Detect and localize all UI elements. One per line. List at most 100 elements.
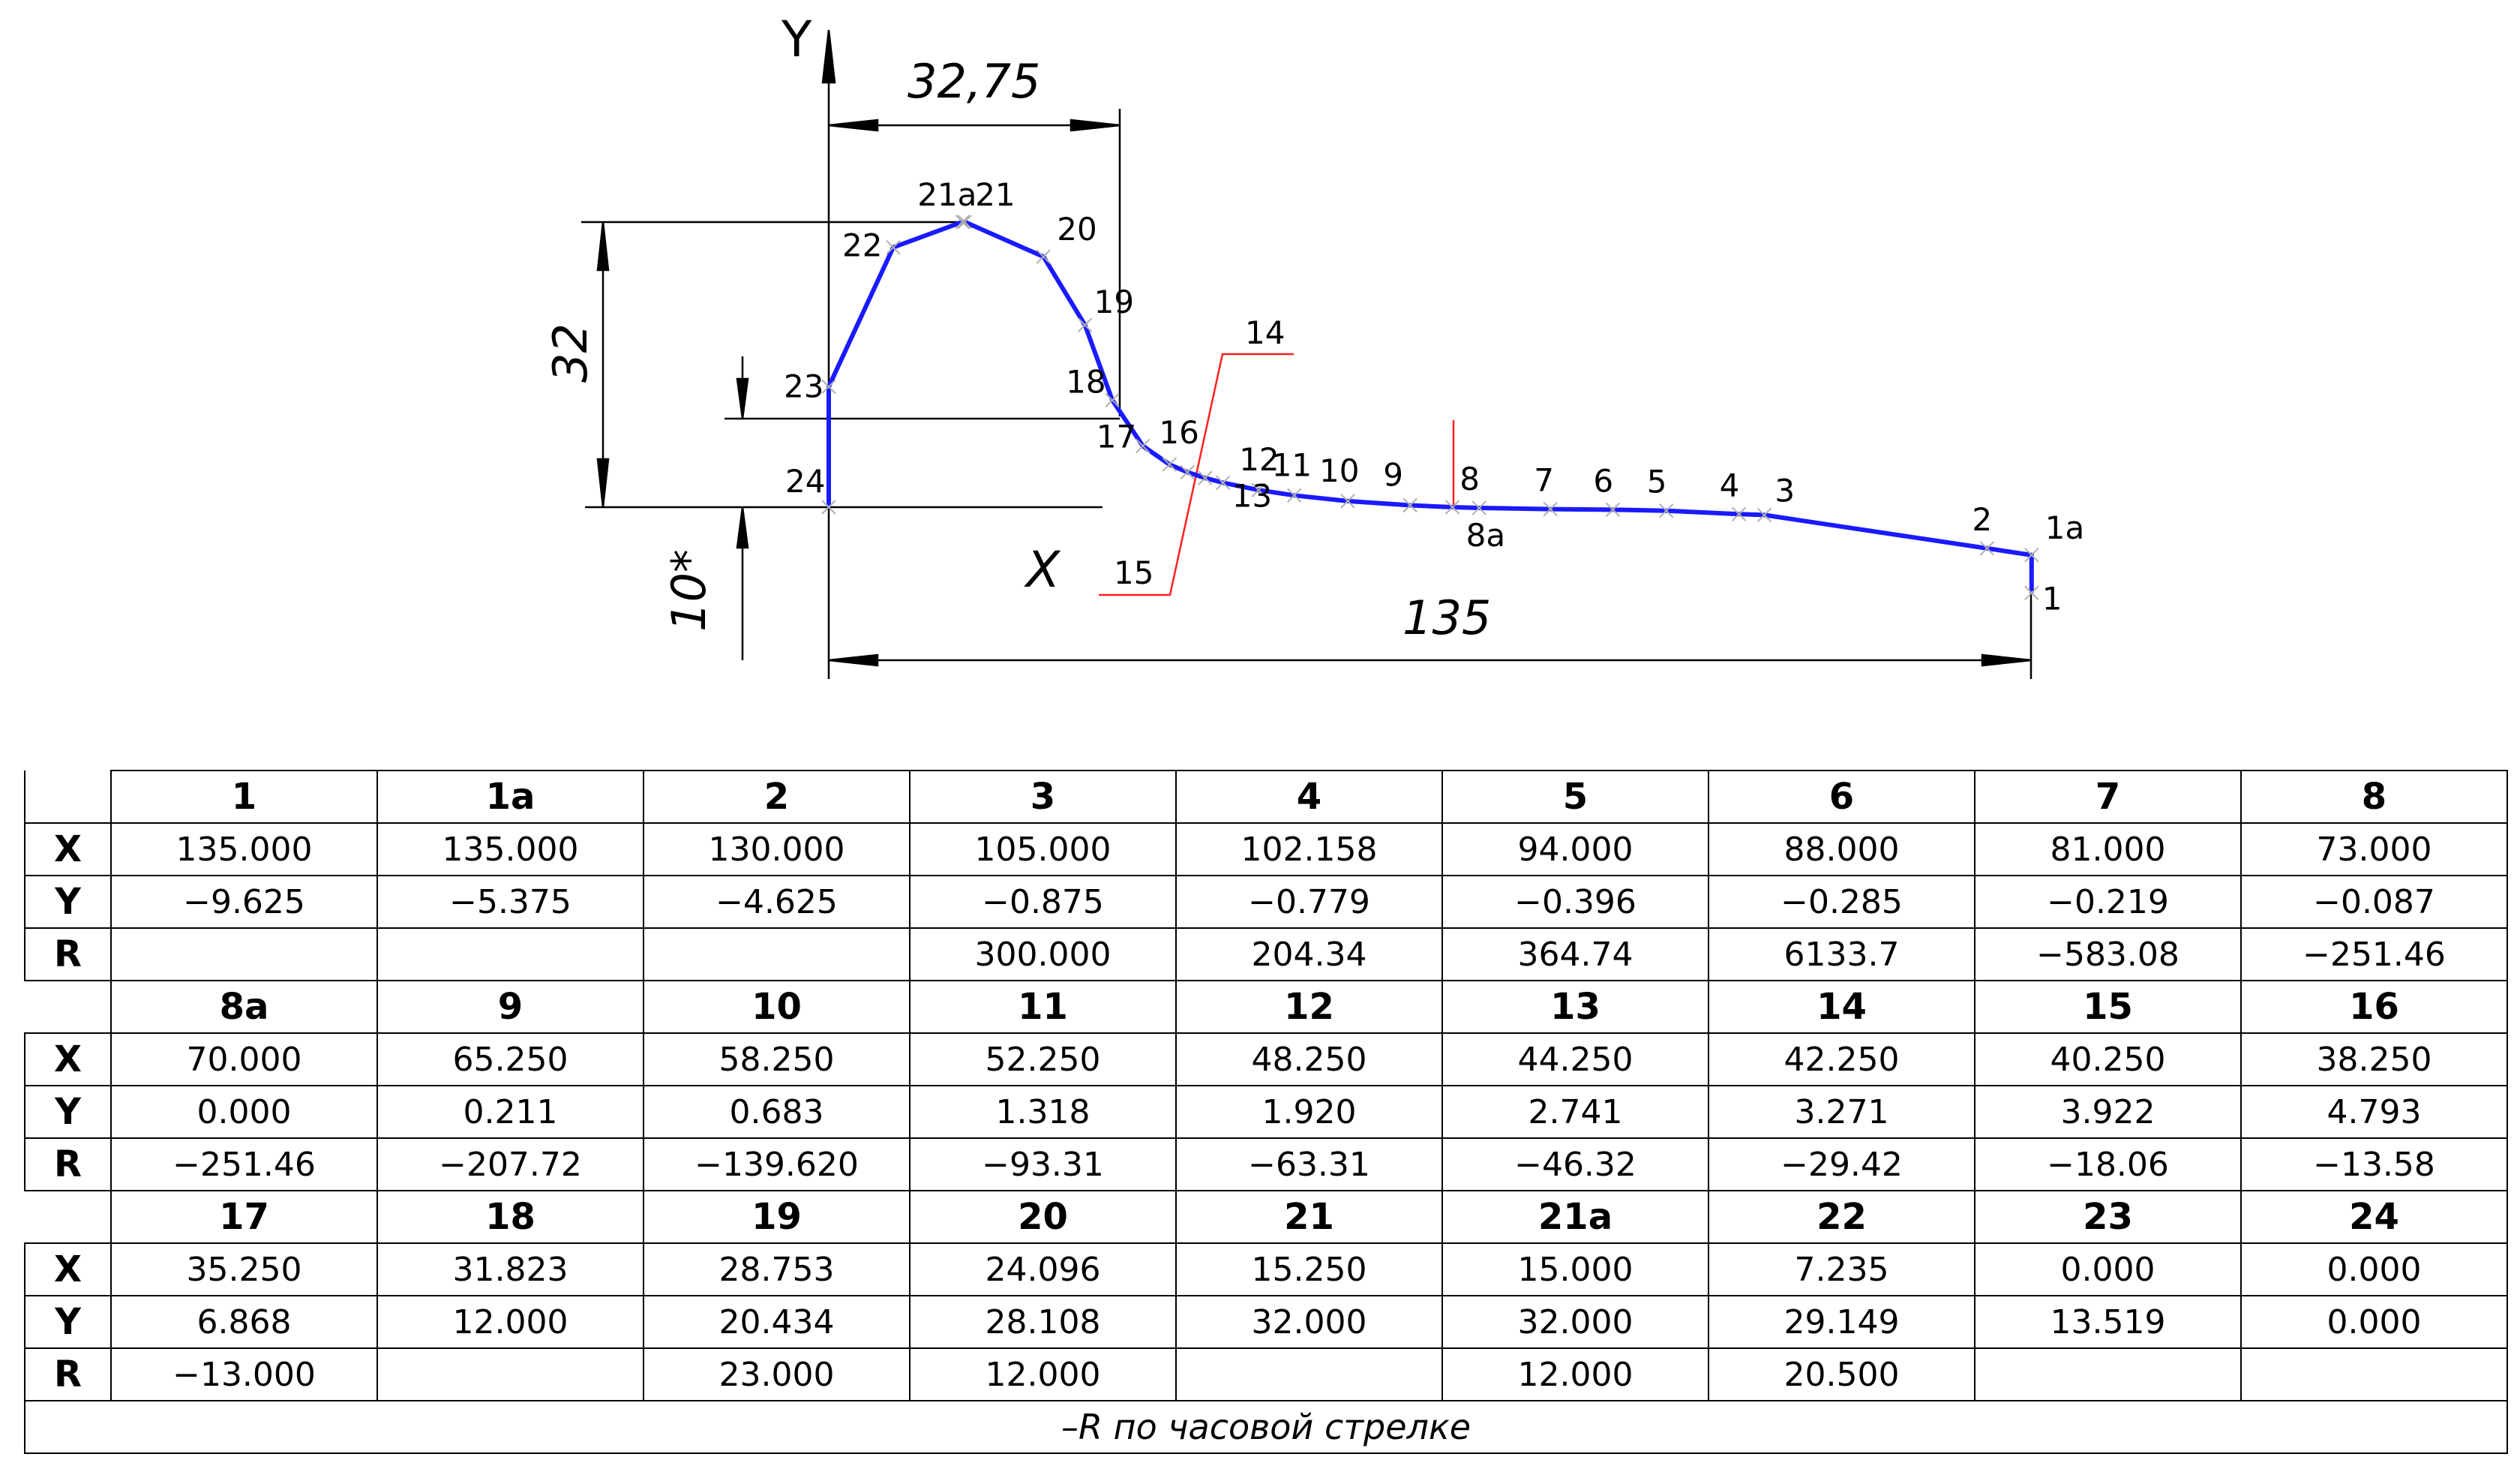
point-label: 4 bbox=[1720, 467, 1740, 503]
point-number: 12 bbox=[1175, 980, 1443, 1033]
value-cell: 300.000 bbox=[909, 927, 1177, 981]
point-number: 2 bbox=[643, 770, 910, 823]
value-cell: 130.000 bbox=[643, 822, 910, 876]
point-marker bbox=[1402, 497, 1418, 513]
value-cell: −4.625 bbox=[643, 875, 910, 929]
section-label-15: 15 bbox=[1114, 554, 1154, 591]
point-marker bbox=[1340, 494, 1355, 509]
point-marker bbox=[1180, 464, 1195, 480]
point-label: 18 bbox=[1066, 363, 1106, 400]
point-label: 5 bbox=[1647, 464, 1667, 500]
value-cell: 105.000 bbox=[909, 822, 1177, 876]
row-label: X bbox=[24, 1032, 112, 1086]
dim-offset-text: 10* bbox=[662, 549, 716, 632]
value-cell: 73.000 bbox=[2240, 822, 2508, 876]
point-marker bbox=[1543, 501, 1558, 517]
row-label: X bbox=[24, 822, 112, 876]
dim-height-text: 32 bbox=[543, 323, 598, 383]
axis-y-label: Y bbox=[781, 11, 812, 68]
point-number: 13 bbox=[1442, 980, 1709, 1033]
dimension-lines bbox=[581, 29, 2032, 679]
value-cell: −207.72 bbox=[376, 1137, 644, 1191]
point-marker bbox=[957, 215, 972, 230]
point-label: 9 bbox=[1383, 457, 1403, 494]
point-marker bbox=[1215, 475, 1231, 491]
point-number: 19 bbox=[643, 1190, 910, 1243]
point-number: 1a bbox=[376, 770, 644, 823]
value-cell: 24.096 bbox=[909, 1242, 1177, 1296]
value-cell: 1.920 bbox=[1175, 1085, 1443, 1139]
value-cell bbox=[376, 927, 644, 981]
point-marker bbox=[1198, 470, 1213, 485]
point-number: 21a bbox=[1442, 1190, 1709, 1243]
row-label: R bbox=[24, 1137, 112, 1191]
value-cell: −46.32 bbox=[1442, 1137, 1709, 1191]
value-cell: 70.000 bbox=[110, 1032, 378, 1086]
value-cell: −13.000 bbox=[110, 1347, 378, 1401]
value-cell: −63.31 bbox=[1175, 1137, 1443, 1191]
dim-width-arrow-left bbox=[828, 119, 879, 132]
dim-height-arrow-bottom bbox=[596, 458, 610, 508]
value-cell: 0.000 bbox=[2240, 1295, 2508, 1349]
marker-stroke bbox=[1472, 500, 1486, 515]
point-marker bbox=[955, 215, 970, 230]
point-number: 21 bbox=[1175, 1190, 1443, 1243]
point-marker bbox=[1472, 500, 1486, 515]
point-label: 6 bbox=[1593, 462, 1613, 499]
y-axis-arrow bbox=[821, 29, 836, 84]
value-cell: 6133.7 bbox=[1708, 927, 1976, 981]
coordinate-row-r: R−251.46−207.72−139.620−93.31−63.31−46.3… bbox=[24, 1137, 2508, 1191]
point-label: 24 bbox=[785, 463, 825, 500]
value-cell bbox=[1175, 1347, 1443, 1401]
marker-stroke bbox=[1198, 470, 1213, 485]
marker-stroke bbox=[1731, 506, 1747, 521]
point-number: 4 bbox=[1175, 770, 1443, 823]
point-number: 16 bbox=[2240, 980, 2508, 1033]
value-cell: −93.31 bbox=[909, 1137, 1177, 1191]
point-label: 19 bbox=[1094, 284, 1134, 320]
value-cell: 2.741 bbox=[1442, 1085, 1709, 1139]
point-number: 3 bbox=[909, 770, 1177, 823]
marker-stroke bbox=[1340, 494, 1355, 509]
row-label: R bbox=[24, 927, 112, 981]
value-cell: 32.000 bbox=[1175, 1295, 1443, 1349]
point-marker bbox=[1287, 488, 1302, 503]
point-number: 17 bbox=[110, 1190, 378, 1243]
value-cell: 94.000 bbox=[1442, 822, 1709, 876]
profile-curve bbox=[826, 219, 2034, 593]
marker-stroke bbox=[1136, 438, 1150, 454]
value-cell: 12.000 bbox=[376, 1295, 644, 1349]
marker-stroke bbox=[1105, 392, 1120, 408]
point-number: 22 bbox=[1708, 1190, 1976, 1243]
marker-stroke bbox=[1287, 488, 1302, 503]
value-cell: 48.250 bbox=[1175, 1032, 1443, 1086]
point-marker bbox=[1105, 392, 1120, 408]
point-number: 23 bbox=[1974, 1190, 2242, 1243]
value-cell: 3.271 bbox=[1708, 1085, 1976, 1139]
point-number: 10 bbox=[643, 980, 910, 1033]
value-cell: 4.793 bbox=[2240, 1085, 2508, 1139]
row-label: Y bbox=[24, 875, 112, 929]
marker-stroke bbox=[1077, 317, 1093, 332]
dim-width-arrow-right bbox=[1070, 119, 1120, 132]
value-cell: 42.250 bbox=[1708, 1032, 1976, 1086]
value-cell: −9.625 bbox=[110, 875, 378, 929]
marker-stroke bbox=[955, 215, 970, 230]
value-cell: −139.620 bbox=[643, 1137, 910, 1191]
value-cell: −251.46 bbox=[2240, 927, 2508, 981]
point-marker bbox=[2024, 585, 2039, 601]
point-label: 16 bbox=[1159, 414, 1198, 451]
dim-length-arrow-left bbox=[828, 653, 879, 667]
row-label: Y bbox=[24, 1085, 112, 1139]
point-marker bbox=[1979, 541, 1995, 556]
point-marker bbox=[1659, 503, 1674, 518]
value-cell: 35.250 bbox=[110, 1242, 378, 1296]
point-marker bbox=[2024, 548, 2039, 563]
row-label: Y bbox=[24, 1295, 112, 1349]
point-label: 1a bbox=[2045, 509, 2084, 546]
marker-stroke bbox=[1605, 502, 1621, 518]
